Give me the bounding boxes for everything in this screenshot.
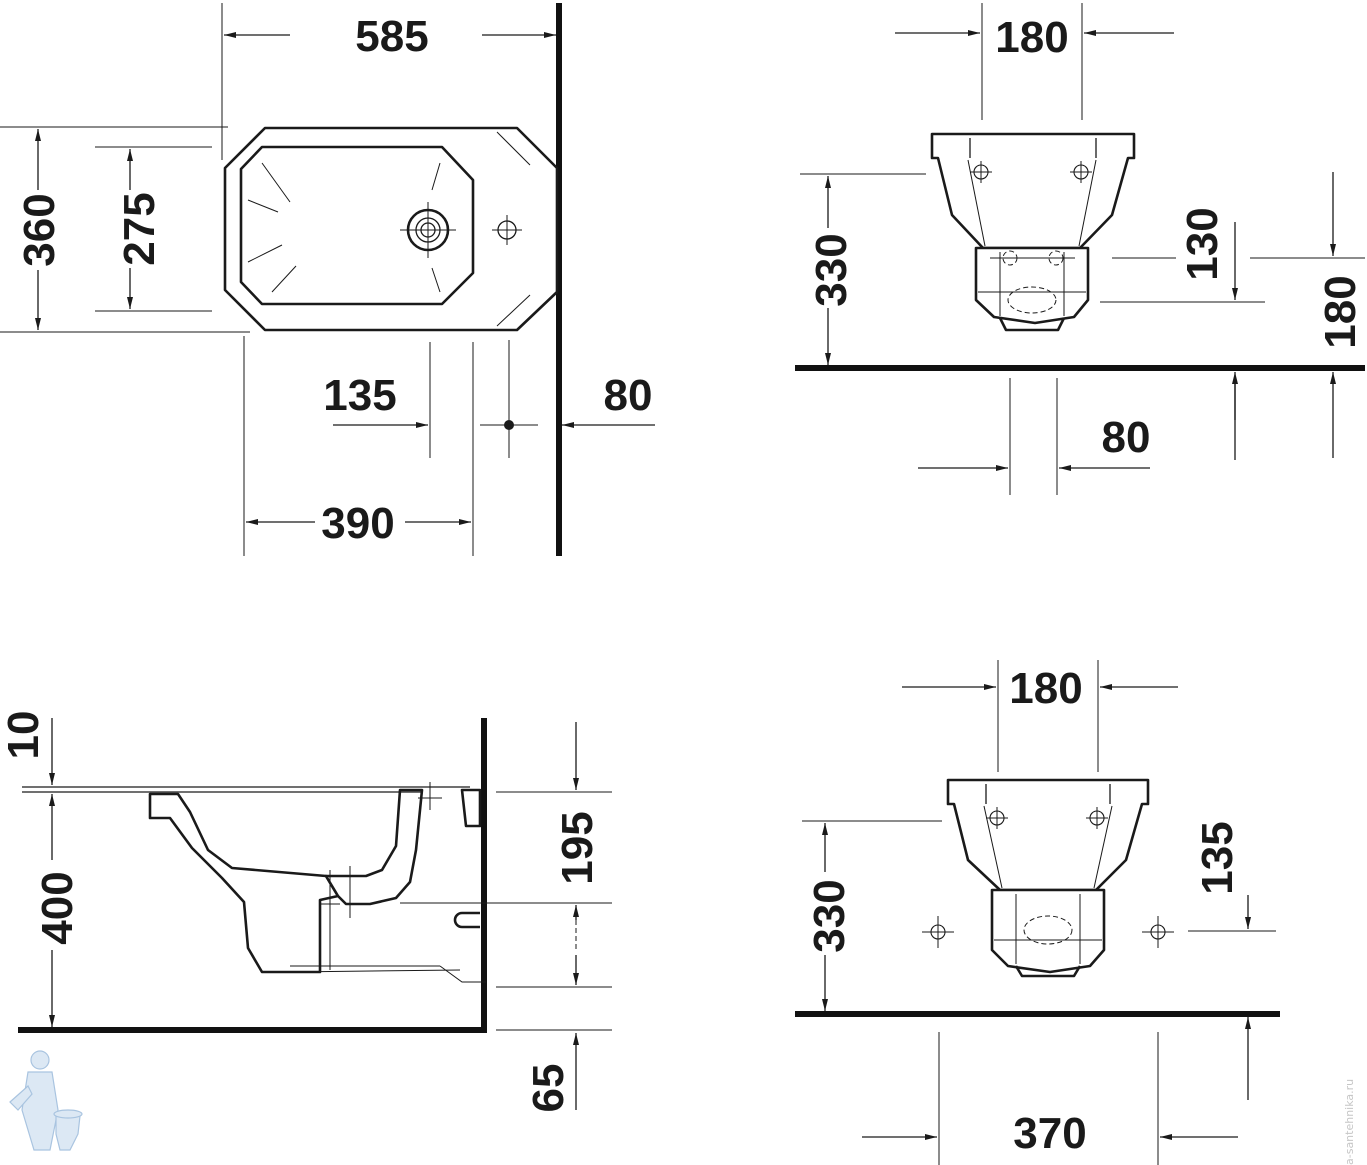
dim-upper-195: 195 bbox=[553, 811, 602, 884]
dim-outlet-130: 130 bbox=[1178, 207, 1227, 280]
bidet-front-outline-lower bbox=[922, 778, 1174, 978]
watermark-text: a-santehnika.ru bbox=[1343, 1079, 1356, 1165]
dim-top-180-lower: 180 bbox=[1009, 664, 1082, 713]
front-view-lower: 180 330 135 370 bbox=[795, 660, 1280, 1165]
bidet-side-section bbox=[22, 782, 486, 983]
fixing-point-dot bbox=[504, 420, 514, 430]
bidet-front-outline bbox=[930, 132, 1136, 332]
dim-rim-10: 10 bbox=[0, 711, 48, 760]
top-view: 585 360 275 135 80 390 bbox=[0, 3, 655, 556]
dim-fix-135: 135 bbox=[1193, 821, 1242, 894]
dim-right-180: 180 bbox=[1316, 275, 1365, 348]
dim-wall-80: 80 bbox=[604, 371, 653, 420]
dim-depth-360: 360 bbox=[15, 193, 64, 266]
dim-top-180: 180 bbox=[995, 13, 1068, 62]
bidet-outline bbox=[223, 126, 559, 332]
dim-fixings-390: 390 bbox=[321, 499, 394, 548]
dim-bottom-80: 80 bbox=[1102, 413, 1151, 462]
dim-bowl-275: 275 bbox=[115, 192, 164, 265]
dim-width-585: 585 bbox=[355, 12, 428, 61]
side-view: 10 400 195 65 bbox=[0, 711, 612, 1113]
dim-tap-135: 135 bbox=[323, 371, 396, 420]
dim-lower-65: 65 bbox=[524, 1064, 573, 1113]
wall-floor-line bbox=[18, 718, 487, 1033]
front-view-upper: 180 330 130 180 80 bbox=[795, 3, 1365, 495]
dim-bottom-370: 370 bbox=[1013, 1109, 1086, 1158]
plumber-mascot-icon bbox=[9, 1050, 83, 1151]
dim-height-330-lower: 330 bbox=[805, 879, 854, 952]
dim-height-400: 400 bbox=[33, 871, 82, 944]
dim-height-330: 330 bbox=[807, 233, 856, 306]
